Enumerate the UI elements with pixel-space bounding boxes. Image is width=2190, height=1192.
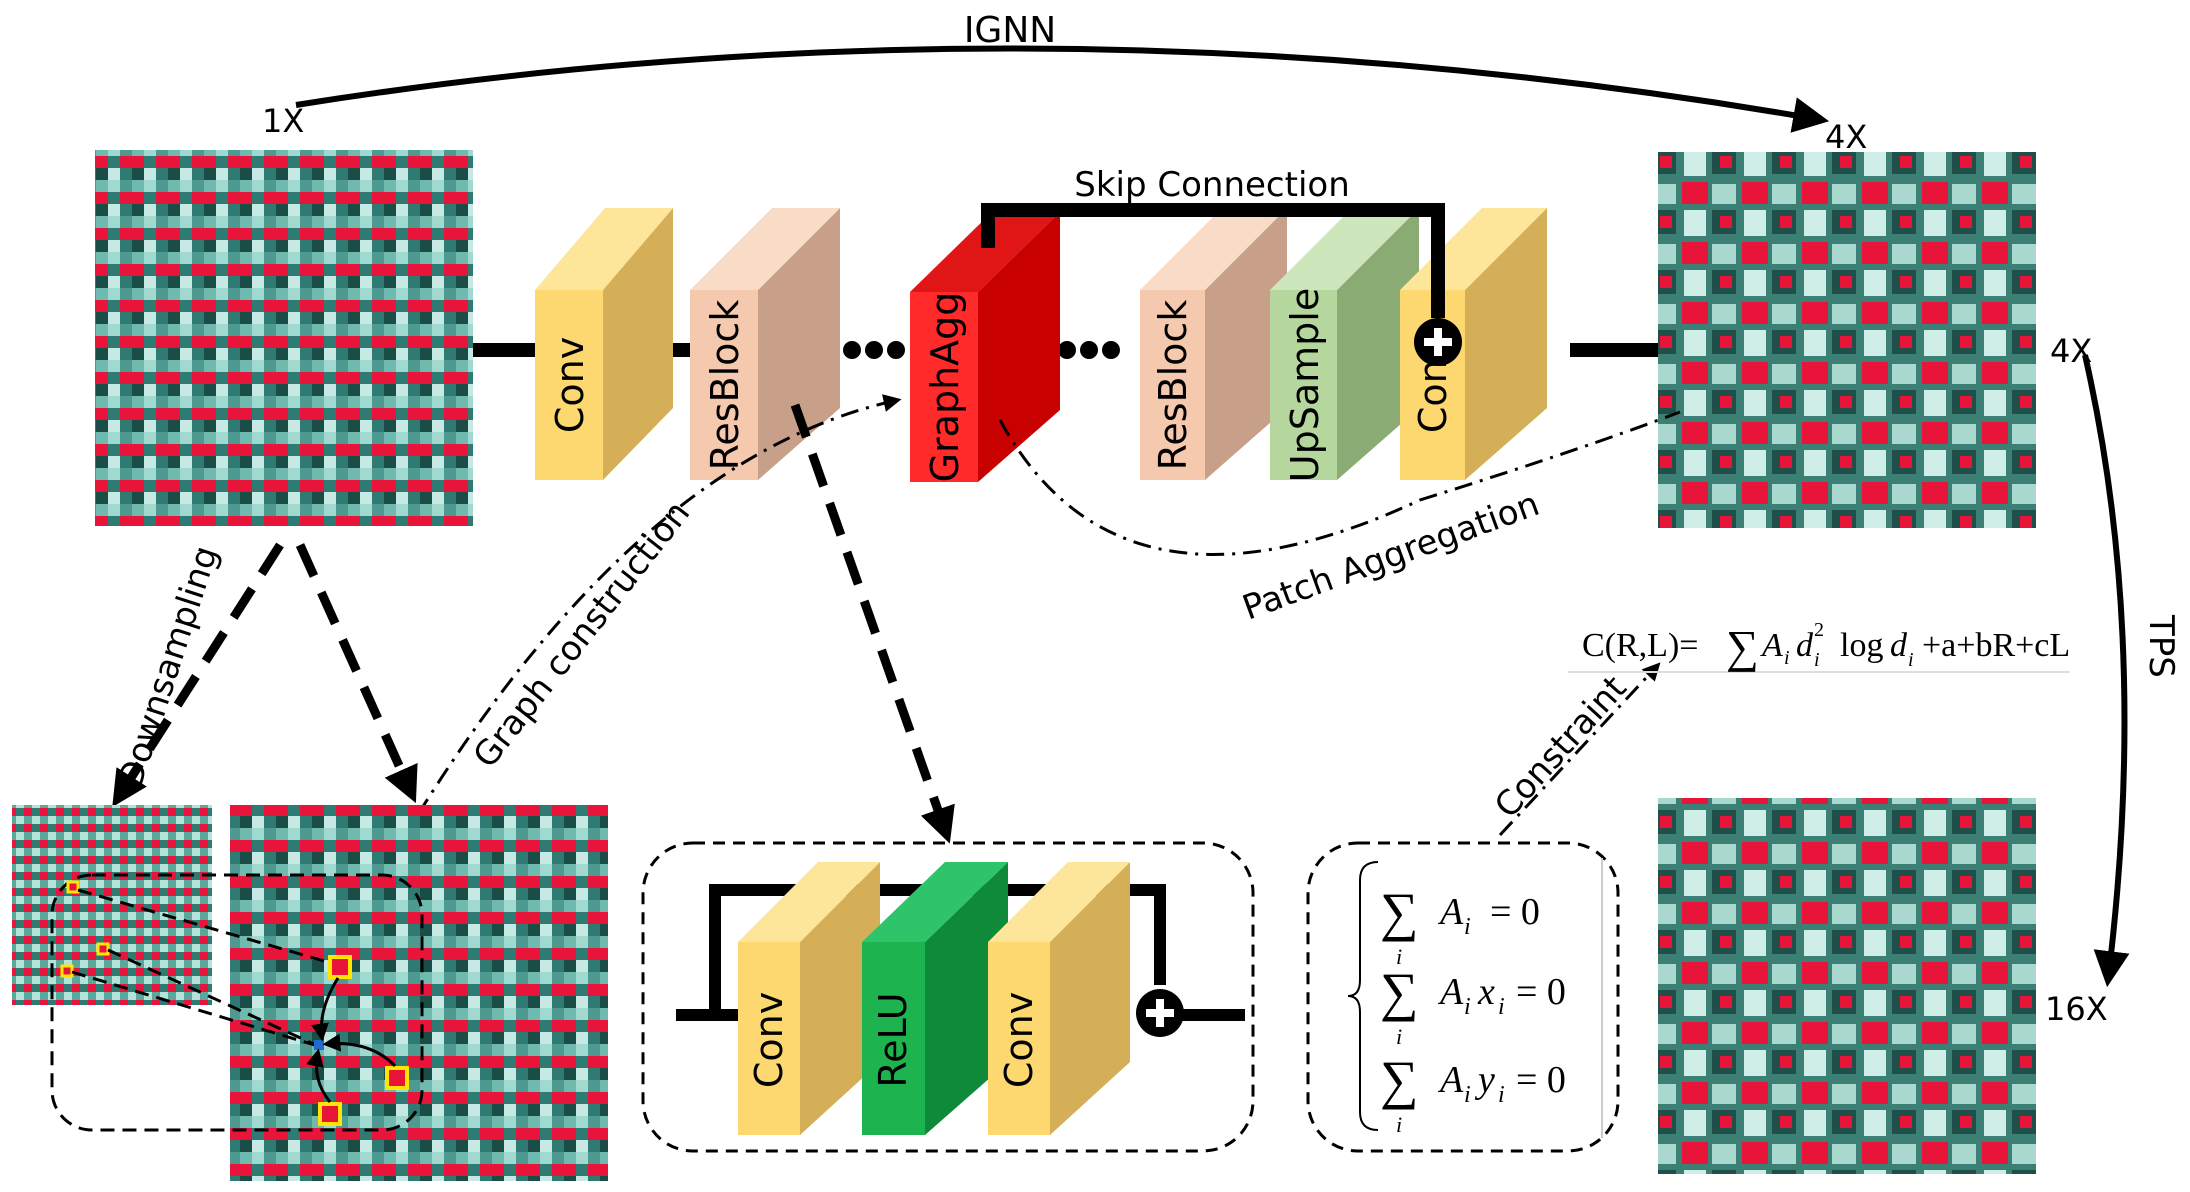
constraint-label: Constraint bbox=[1487, 668, 1635, 826]
inner-relu-block: ReLU bbox=[862, 862, 1008, 1135]
svg-text:A: A bbox=[1437, 971, 1464, 1013]
svg-text:i: i bbox=[1464, 994, 1471, 1020]
resblock-1: ResBlock bbox=[690, 208, 840, 480]
svg-text:i: i bbox=[1814, 649, 1820, 671]
svg-text:i: i bbox=[1498, 1082, 1505, 1108]
scale-16x-label: 16X bbox=[2045, 990, 2108, 1028]
inner-conv-block-2: Conv bbox=[988, 862, 1130, 1135]
svg-text:i: i bbox=[1908, 649, 1914, 671]
inner-add-node bbox=[1136, 989, 1184, 1037]
resblock-1-label: ResBlock bbox=[703, 300, 747, 471]
constraint-eq-3: ∑ i A i y i = 0 bbox=[1380, 1050, 1566, 1137]
conv-block-1: Conv bbox=[535, 208, 673, 480]
constraint-arrow bbox=[1498, 662, 1661, 837]
upsample-label: UpSample bbox=[1283, 288, 1327, 482]
conv-1-label: Conv bbox=[548, 337, 592, 433]
svg-text:d: d bbox=[1890, 627, 1908, 664]
skip-add-node bbox=[1414, 318, 1462, 366]
patch-markers-small bbox=[60, 880, 110, 978]
constraint-box bbox=[1306, 841, 1620, 1153]
output-16x-image bbox=[1658, 798, 2036, 1174]
tps-label: TPS bbox=[2141, 614, 2181, 678]
svg-text:y: y bbox=[1474, 1059, 1495, 1101]
skip-connection-line bbox=[981, 203, 1445, 318]
input-lr-image bbox=[95, 150, 473, 526]
inner-conv-1-label: Conv bbox=[747, 992, 791, 1088]
scale-1x-label: 1X bbox=[262, 102, 304, 140]
constraint-brace bbox=[1347, 861, 1379, 1131]
patch-link-lines bbox=[71, 888, 339, 1048]
lr-zoom-image bbox=[230, 805, 608, 1181]
svg-text:i: i bbox=[1396, 1024, 1402, 1049]
downsampling-label: Downsampling bbox=[111, 541, 227, 793]
svg-text:i: i bbox=[1498, 994, 1505, 1020]
constraint-eq-1: ∑ i A i = 0 bbox=[1380, 882, 1540, 969]
svg-text:A: A bbox=[1437, 891, 1464, 933]
svg-text:= 0: = 0 bbox=[1490, 891, 1540, 933]
patch-aggregation-curve bbox=[998, 410, 1681, 556]
svg-text:i: i bbox=[1464, 1082, 1471, 1108]
svg-text:2: 2 bbox=[1814, 619, 1824, 641]
svg-text:∑: ∑ bbox=[1380, 882, 1419, 942]
conv-block-2: Conv bbox=[1400, 208, 1547, 480]
svg-text:∑: ∑ bbox=[1380, 962, 1419, 1022]
graphagg-label: GraphAgg bbox=[923, 292, 967, 483]
graph-construction-label: Graph construction bbox=[466, 494, 699, 776]
output-4x-image bbox=[1658, 152, 2036, 528]
svg-text:A: A bbox=[1760, 627, 1783, 664]
inner-conv-2-label: Conv bbox=[997, 992, 1041, 1088]
scale-4x-top-label: 4X bbox=[1825, 118, 1867, 156]
patch-selection-region bbox=[50, 873, 424, 1132]
svg-text:∑: ∑ bbox=[1380, 1050, 1419, 1110]
resblock-detail-box bbox=[641, 841, 1255, 1153]
graph-construction-arrow bbox=[378, 394, 902, 879]
svg-text:i: i bbox=[1464, 914, 1471, 940]
svg-text:d: d bbox=[1796, 627, 1814, 664]
downsampled-image bbox=[12, 805, 212, 1005]
svg-text:+a+bR+cL: +a+bR+cL bbox=[1922, 627, 2070, 664]
resblock-2: ResBlock bbox=[1140, 208, 1287, 480]
tps-arrow bbox=[2082, 354, 2130, 988]
svg-text:∑: ∑ bbox=[1726, 621, 1759, 672]
svg-text:= 0: = 0 bbox=[1516, 1059, 1566, 1101]
resblock-detail-arrow bbox=[790, 403, 955, 844]
ignn-arc-arrow bbox=[295, 45, 1830, 133]
skip-connection-label: Skip Connection bbox=[1074, 165, 1350, 205]
inner-relu-label: ReLU bbox=[871, 992, 915, 1087]
downsampling-arrow-right bbox=[295, 543, 418, 804]
ignn-label: IGNN bbox=[964, 10, 1056, 51]
constraint-eq-2: ∑ i A i x i = 0 bbox=[1380, 962, 1566, 1049]
svg-text:A: A bbox=[1437, 1059, 1464, 1101]
svg-text:log: log bbox=[1840, 627, 1883, 664]
graphagg-block: GraphAgg bbox=[910, 212, 1060, 482]
svg-text:i: i bbox=[1396, 944, 1402, 969]
scale-4x-right-label: 4X bbox=[2050, 332, 2092, 370]
svg-text:x: x bbox=[1477, 971, 1495, 1013]
patch-graph-nodes bbox=[306, 955, 409, 1126]
inner-conv-block-1: Conv bbox=[738, 862, 880, 1135]
upsample-block: UpSample bbox=[1270, 208, 1419, 482]
svg-text:i: i bbox=[1396, 1112, 1402, 1137]
svg-text:C(R,L)=: C(R,L)= bbox=[1582, 627, 1698, 664]
resblock-2-label: ResBlock bbox=[1151, 300, 1195, 471]
patch-aggregation-label: Patch Aggregation bbox=[1237, 484, 1544, 628]
tps-formula: C(R,L)= ∑ A i d i 2 log d i +a+bR+cL bbox=[1568, 619, 2070, 673]
svg-text:= 0: = 0 bbox=[1516, 971, 1566, 1013]
svg-text:i: i bbox=[1784, 647, 1790, 669]
